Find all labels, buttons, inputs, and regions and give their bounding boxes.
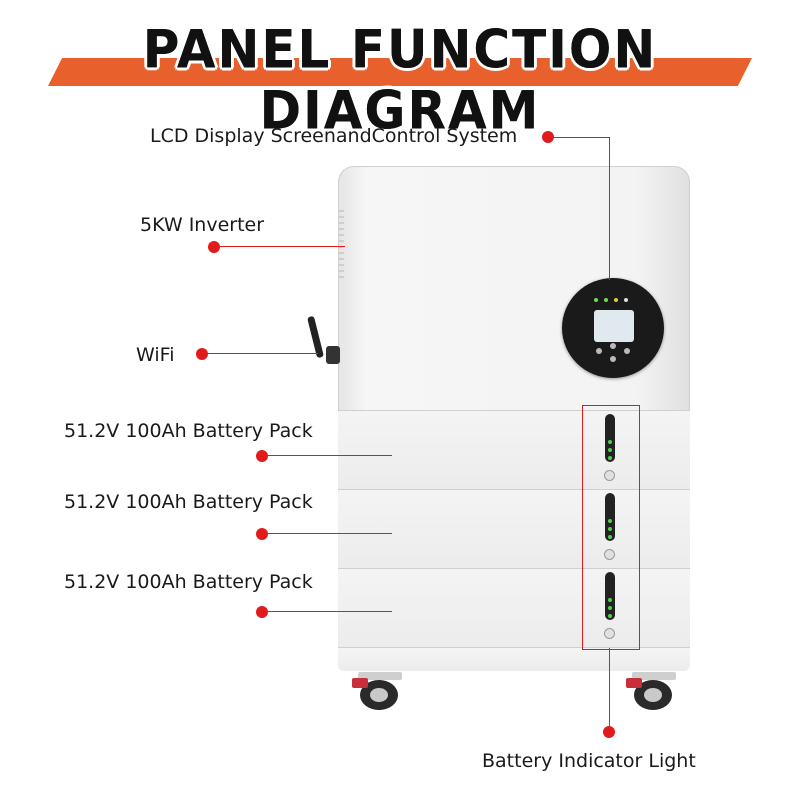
battery-module-2: [338, 489, 690, 568]
indicator-led: [608, 519, 612, 523]
battery-module-3: [338, 568, 690, 647]
control-button: [624, 348, 630, 354]
wifi-antenna-icon: [307, 315, 324, 359]
page-title: PANEL FUNCTION DIAGRAM: [142, 19, 658, 141]
indicator-led: [608, 527, 612, 531]
callout-line: [220, 246, 345, 247]
indicator-led: [608, 598, 612, 602]
control-button: [610, 343, 616, 349]
indicator-led: [608, 535, 612, 539]
callout-line: [266, 611, 392, 612]
battery-indicator-icon: [605, 572, 615, 620]
indicator-led: [608, 614, 612, 618]
battery-indicator-icon: [605, 493, 615, 541]
callout-dot: [208, 241, 220, 253]
callout-dot: [256, 450, 268, 462]
status-led: [594, 298, 598, 302]
status-led: [624, 298, 628, 302]
status-led: [604, 298, 608, 302]
callout-line: [609, 137, 610, 280]
battery-power-button: [604, 470, 615, 481]
callout-dot: [603, 726, 615, 738]
battery-power-button: [604, 549, 615, 560]
callout-line: [552, 137, 609, 138]
label-lcd: LCD Display ScreenandControl System: [150, 125, 518, 147]
status-led: [614, 298, 618, 302]
lcd-screen: [594, 310, 634, 342]
cabinet-base: [338, 647, 690, 671]
callout-dot: [256, 606, 268, 618]
indicator-highlight-box: [582, 405, 640, 650]
callout-line: [266, 455, 392, 456]
label-inverter: 5KW Inverter: [140, 214, 265, 236]
label-battery-pack-3: 51.2V 100Ah Battery Pack: [64, 571, 313, 593]
caster-wheel-icon: [352, 672, 402, 712]
side-vent: [338, 210, 344, 280]
label-battery-pack-2: 51.2V 100Ah Battery Pack: [64, 491, 313, 513]
indicator-led: [608, 456, 612, 460]
control-button: [596, 348, 602, 354]
label-indicator-light: Battery Indicator Light: [482, 750, 696, 772]
callout-line: [266, 533, 392, 534]
indicator-led: [608, 448, 612, 452]
indicator-led: [608, 606, 612, 610]
wifi-antenna-base: [326, 346, 340, 364]
caster-wheel-icon: [626, 672, 676, 712]
callout-dot: [256, 528, 268, 540]
battery-module-1: [338, 410, 690, 489]
callout-dot: [196, 348, 208, 360]
indicator-led: [608, 440, 612, 444]
callout-line: [206, 353, 318, 354]
control-button: [610, 356, 616, 362]
callout-line: [609, 648, 610, 728]
battery-indicator-icon: [605, 414, 615, 462]
title-banner: [48, 58, 752, 86]
callout-dot: [542, 131, 554, 143]
label-wifi: WiFi: [136, 344, 175, 366]
battery-power-button: [604, 628, 615, 639]
label-battery-pack-1: 51.2V 100Ah Battery Pack: [64, 420, 313, 442]
